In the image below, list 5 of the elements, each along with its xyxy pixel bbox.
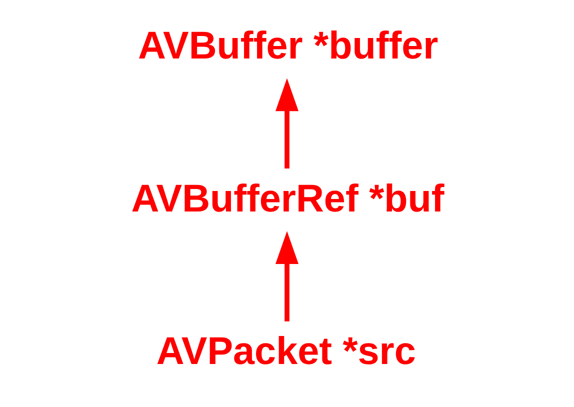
node-text: AVPacket *src — [156, 330, 416, 374]
node-text: AVBuffer *buffer — [138, 24, 438, 68]
node-text: AVBufferRef *buf — [131, 177, 444, 220]
arrow — [275, 78, 299, 168]
arrow — [275, 231, 299, 322]
